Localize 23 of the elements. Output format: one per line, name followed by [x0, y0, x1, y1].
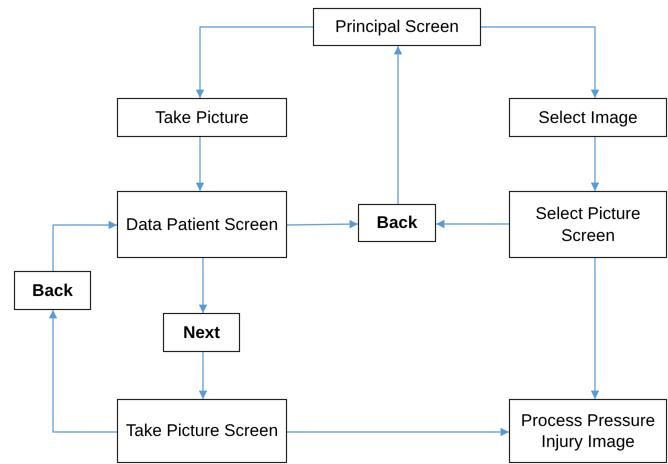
arrow	[287, 428, 509, 436]
screen-box: Select Picture Screen	[509, 191, 667, 258]
arrow	[287, 220, 358, 228]
arrow	[48, 310, 117, 433]
nav-button: Next	[163, 313, 240, 352]
screen-box: Data Patient Screen	[117, 191, 287, 258]
nav-button: Back	[14, 271, 91, 310]
arrow	[590, 258, 600, 399]
arrow	[590, 137, 600, 191]
screen-box: Select Image	[509, 98, 667, 137]
arrow	[481, 26, 600, 98]
screen-box: Process Pressure Injury Image	[509, 399, 667, 463]
arrow	[196, 137, 204, 191]
arrow	[436, 220, 509, 228]
arrow	[198, 258, 208, 313]
arrow	[52, 220, 117, 271]
screen-box: Take Picture Screen	[117, 399, 287, 463]
screen-box: Principal Screen	[313, 8, 481, 46]
nav-button: Back	[358, 204, 436, 242]
arrow	[394, 46, 402, 204]
arrow	[196, 26, 313, 98]
arrow	[198, 352, 208, 399]
screen-box: Take Picture	[117, 98, 287, 137]
